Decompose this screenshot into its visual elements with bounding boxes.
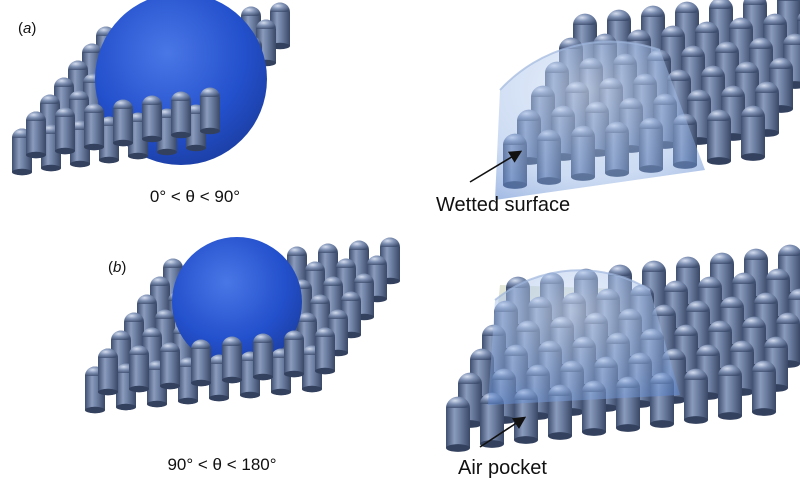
pillar	[284, 330, 304, 378]
air-pocket-label: Air pocket	[458, 457, 547, 479]
wetted-surface-label: Wetted surface	[436, 194, 570, 216]
pillar	[129, 345, 149, 393]
panel-b-right-array	[446, 244, 800, 452]
transparent-droplet	[488, 270, 680, 405]
pillar	[113, 99, 133, 147]
wetted-surface-arrow	[469, 150, 523, 183]
pillar	[191, 339, 211, 387]
panel-b-condition: 90° < θ < 180°	[167, 455, 276, 474]
panel-a-label: (a)	[18, 20, 36, 37]
panel-b-left-array	[85, 237, 400, 414]
panel-a-condition: 0° < θ < 90°	[150, 187, 240, 206]
pillar	[171, 91, 191, 139]
pillar	[752, 360, 776, 416]
pillar	[253, 333, 273, 381]
pillar	[142, 95, 162, 143]
pillar	[84, 103, 104, 151]
panel-a-right-array	[495, 0, 800, 201]
pillar	[222, 336, 242, 384]
pillar	[684, 368, 708, 424]
solid-droplet	[172, 237, 302, 367]
pillar	[55, 107, 75, 155]
pillar	[707, 109, 731, 165]
pillar	[446, 396, 470, 452]
pillar	[26, 111, 46, 159]
pillar	[98, 348, 118, 396]
panel-a-left-array	[12, 0, 290, 176]
pillar	[315, 327, 335, 375]
transparent-droplet	[495, 41, 705, 201]
pillar	[718, 364, 742, 420]
pillar	[160, 342, 180, 390]
pillar	[741, 105, 765, 161]
panel-b-label: (b)	[108, 259, 126, 276]
pillar	[200, 87, 220, 135]
air-pocket-arrow	[479, 416, 527, 448]
